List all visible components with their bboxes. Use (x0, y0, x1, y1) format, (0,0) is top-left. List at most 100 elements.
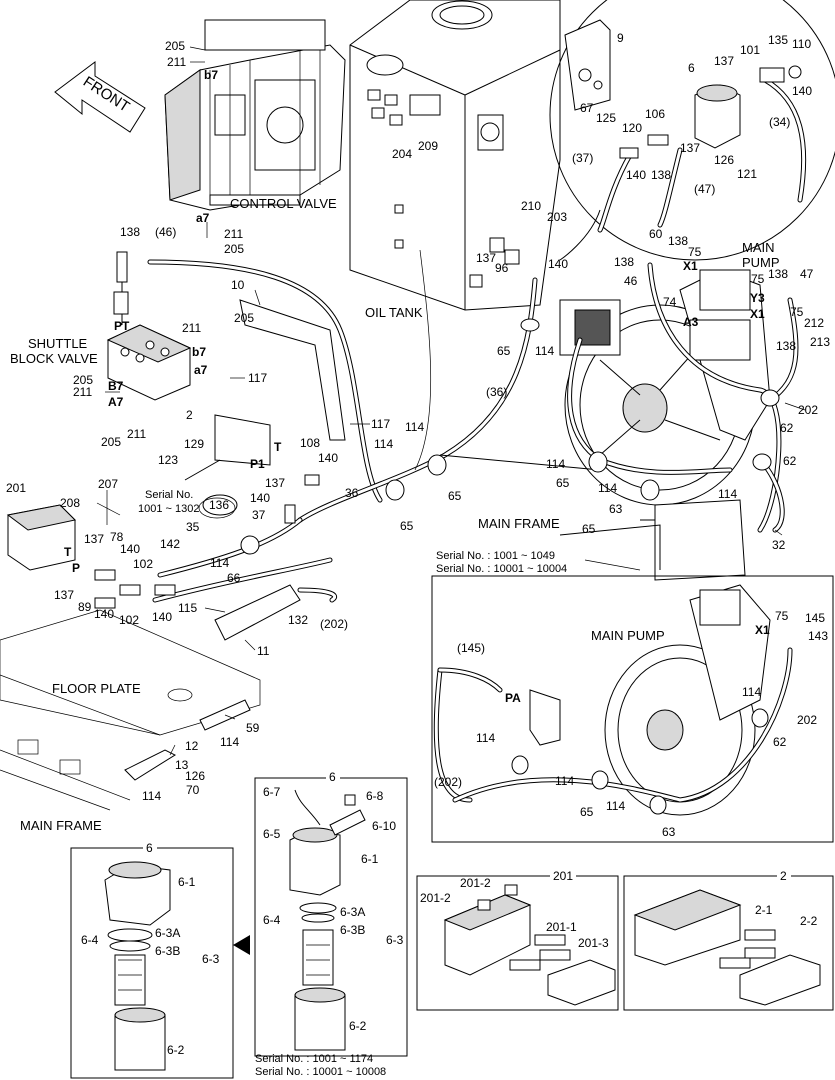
part-62-b: 62 (783, 454, 797, 468)
port-b7-c: B7 (108, 379, 124, 393)
part-114-m: 114 (606, 799, 625, 813)
part-126-b: 126 (714, 153, 734, 167)
part-140-d: 140 (120, 542, 140, 556)
part-96: 96 (495, 261, 509, 275)
valve-2-2: 2-2 (800, 914, 818, 928)
shuttle-block-valve-drawing (106, 251, 192, 401)
port-a7-b: a7 (194, 363, 208, 377)
filter-6-10: 6-10 (372, 819, 396, 833)
filter-6-3-a: 6-3 (386, 933, 404, 947)
part-145-a: (145) (457, 641, 485, 655)
part-138-a: 138 (120, 225, 140, 239)
filter-6-1-a: 6-1 (361, 852, 379, 866)
front-arrow: FRONT (54, 61, 146, 133)
port-b7-a: b7 (204, 68, 218, 82)
port-b7-b: b7 (192, 345, 206, 359)
part-70: 70 (186, 783, 200, 797)
box-2 (623, 875, 834, 1011)
port-p-2: P (72, 561, 80, 575)
part-34: (34) (769, 115, 790, 129)
part-137-c: 137 (84, 532, 104, 546)
part-101: 101 (740, 43, 760, 57)
filter-6-2-b: 6-2 (167, 1043, 185, 1057)
part-137-f: 137 (680, 141, 700, 155)
part-108: 108 (300, 436, 320, 450)
filter-6-3a-b: 6-3A (155, 926, 180, 940)
serial-136-line2: 1001 ~ 1302 (138, 503, 199, 515)
filter-6-3b-a: 6-3B (340, 923, 365, 937)
filter-detail-circle (549, 0, 835, 261)
part-32: 32 (772, 538, 786, 552)
filter-6-1-b: 6-1 (178, 875, 196, 889)
part-140-g: 140 (792, 84, 812, 98)
part-140-e: 140 (94, 607, 114, 621)
callout-136-circle (202, 494, 238, 516)
floor-plate-drawing (0, 609, 261, 811)
part-212: 212 (804, 316, 824, 330)
part-205-e: 205 (101, 435, 121, 449)
port-x1-b: X1 (750, 307, 765, 321)
part-62-c: 62 (773, 735, 787, 749)
part-46-b: 46 (624, 274, 638, 288)
part-126-a: 126 (185, 769, 205, 783)
filter-6-4-b: 6-4 (81, 933, 99, 947)
main-pump-caption-2: PUMP (742, 255, 780, 270)
shuttle-caption-1: SHUTTLE (28, 336, 88, 351)
box-titles: 6 6 201 2 (143, 770, 791, 883)
part-75-a: 75 (688, 245, 702, 259)
serial-filter-line2: Serial No. : 10001 ~ 10008 (255, 1066, 386, 1078)
port-a7-c: A7 (108, 395, 124, 409)
part-202-c: 202 (797, 713, 817, 727)
brackets-and-fittings (6, 299, 346, 781)
part-67: 67 (580, 101, 594, 115)
valve-201-3: 201-3 (578, 936, 609, 950)
part-123: 123 (158, 453, 178, 467)
part-138-d: 138 (768, 267, 788, 281)
part-213: 213 (810, 335, 830, 349)
part-102-b: 102 (119, 613, 139, 627)
part-114-j: 114 (742, 685, 761, 699)
filter-6-3b-b: 6-3B (155, 944, 180, 958)
part-202-a: 202 (798, 403, 818, 417)
part-75-c: 75 (790, 305, 804, 319)
valve-2-1: 2-1 (755, 903, 773, 917)
serial-136-line1: Serial No. (145, 489, 193, 501)
part-65-a: 65 (497, 344, 511, 358)
part-117-a: 117 (248, 371, 267, 385)
part-106: 106 (645, 107, 665, 121)
oil-tank-drawing (349, 0, 561, 311)
port-t-2: T (64, 545, 72, 559)
part-205-d: 205 (73, 373, 93, 387)
part-201: 201 (6, 481, 26, 495)
box-6-middle (254, 777, 408, 1057)
part-60: 60 (649, 227, 663, 241)
captions: CONTROL VALVE OIL TANK SHUTTLE BLOCK VAL… (10, 196, 780, 833)
part-65-c: 65 (400, 519, 414, 533)
part-205-b: 205 (224, 242, 244, 256)
part-63-b: 63 (662, 825, 676, 839)
part-137-d: 137 (54, 588, 74, 602)
part-205-c: 205 (234, 311, 254, 325)
filter-6-5: 6-5 (263, 827, 281, 841)
part-137-b: 137 (265, 476, 285, 490)
part-211-e: 211 (127, 427, 146, 441)
part-210: 210 (521, 199, 541, 213)
part-2: 2 (186, 408, 193, 422)
part-117-b: 117 (371, 417, 390, 431)
part-135: 135 (768, 33, 788, 47)
part-102-a: 102 (133, 557, 153, 571)
serial-notes: Serial No. 1001 ~ 1302 Serial No. : 1001… (138, 489, 567, 1078)
part-140-a: 140 (548, 257, 568, 271)
part-140-f: 140 (152, 610, 172, 624)
part-120: 120 (622, 121, 642, 135)
part-114-h: 114 (220, 735, 239, 749)
part-145-b: 145 (805, 611, 825, 625)
part-211-d: 211 (73, 385, 92, 399)
part-37: 37 (252, 508, 266, 522)
box-2-title: 2 (780, 869, 787, 883)
part-204: 204 (392, 147, 412, 161)
part-207: 207 (98, 477, 118, 491)
port-y3: Y3 (750, 291, 765, 305)
part-12: 12 (185, 739, 199, 753)
